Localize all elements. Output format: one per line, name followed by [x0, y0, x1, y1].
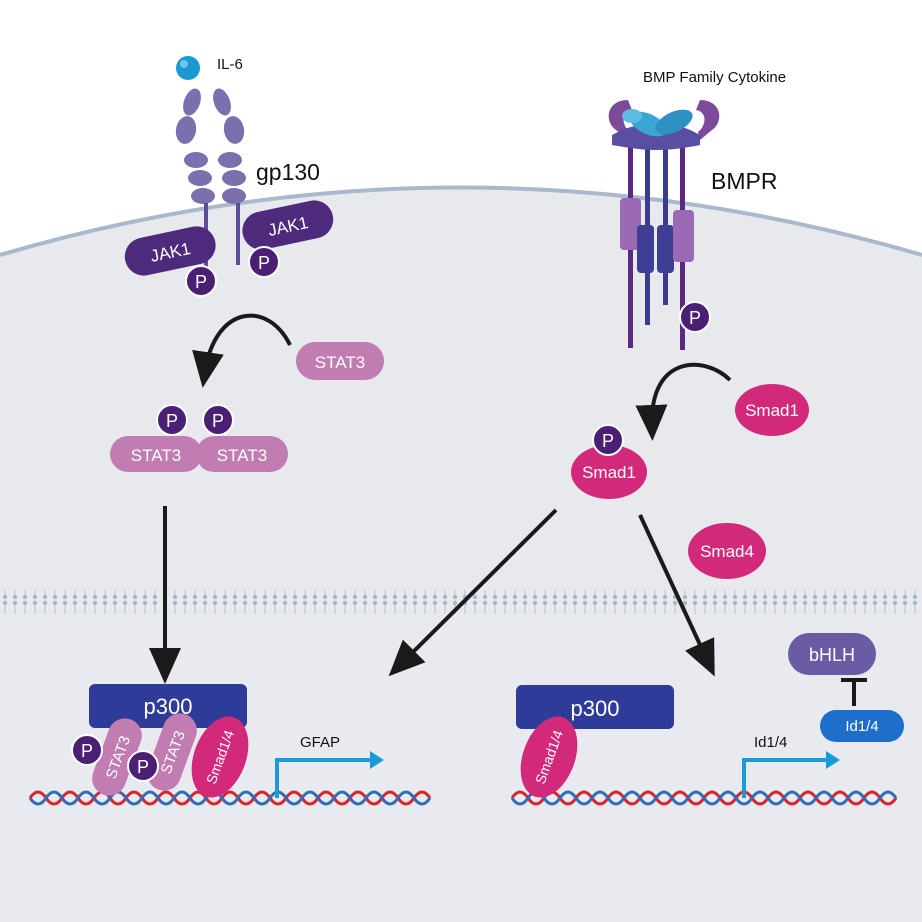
svg-text:P: P [258, 253, 270, 273]
smad1-activation-arrow [635, 362, 732, 441]
svg-text:Smad1: Smad1 [582, 463, 636, 482]
smad1-free: Smad1 [735, 384, 809, 436]
jak1-left: JAK1 [124, 226, 216, 276]
svg-text:STAT3: STAT3 [217, 446, 267, 465]
p300-right: p300 [516, 685, 674, 729]
dna-right [510, 790, 898, 806]
phospho-stat3-dna-2: P [127, 750, 159, 782]
svg-text:bHLH: bHLH [809, 645, 855, 665]
svg-text:Id1/4: Id1/4 [845, 718, 878, 735]
svg-text:p300: p300 [571, 696, 620, 721]
bmpr-label: BMPR [711, 168, 777, 194]
svg-text:P: P [212, 411, 224, 431]
dna-left [28, 790, 432, 806]
bhlh: bHLH [788, 633, 876, 675]
stat3-dna-2: STAT3 [147, 713, 197, 791]
svg-text:P: P [81, 741, 93, 761]
smad-to-id14-arrow [638, 514, 715, 677]
stat3-activation-arrow [192, 313, 292, 388]
svg-text:P: P [602, 431, 614, 451]
phospho-bmpr: P [679, 301, 711, 333]
stat3-dna-1: STAT3 [92, 718, 142, 796]
svg-text:STAT3: STAT3 [131, 446, 181, 465]
svg-text:P: P [137, 757, 149, 777]
stat3-dimer: STAT3 STAT3 P P [110, 404, 288, 472]
svg-text:Smad4: Smad4 [700, 542, 754, 561]
svg-text:P: P [689, 308, 701, 328]
smad1-phospho: Smad1 P [571, 424, 647, 499]
il6-label: IL-6 [217, 56, 243, 73]
smad14-right: Smad1/4 [520, 716, 578, 798]
gp130-label: gp130 [256, 159, 320, 185]
gfap-label: GFAP [300, 734, 340, 751]
id14-protein: Id1/4 [820, 710, 904, 742]
plasma-membrane [0, 185, 922, 257]
gfap-promoter-arrow [275, 758, 372, 798]
svg-text:STAT3: STAT3 [315, 353, 365, 372]
bmp-cytokine-label: BMP Family Cytokine [643, 69, 786, 86]
smad4: Smad4 [688, 523, 766, 579]
svg-text:P: P [166, 411, 178, 431]
il6-ligand [176, 56, 200, 80]
jak1-right: JAK1 [242, 200, 334, 250]
svg-text:Smad1: Smad1 [745, 401, 799, 420]
p300-left: p300 [89, 684, 247, 728]
gp130-receptor [175, 88, 246, 273]
id14-promoter-arrow [742, 758, 828, 798]
svg-text:P: P [195, 272, 207, 292]
phospho-jak1-right: P [248, 246, 280, 278]
phospho-stat3-dna-1: P [71, 734, 103, 766]
phospho-jak1-left: P [185, 265, 217, 297]
bmpr-receptor [608, 100, 720, 350]
inhibition-bar [841, 678, 867, 706]
stat3-free: STAT3 [296, 342, 384, 380]
smad-to-gfap-arrow [388, 508, 558, 677]
id14-gene-label: Id1/4 [754, 734, 787, 751]
smad14-left: Smad1/4 [191, 716, 249, 798]
